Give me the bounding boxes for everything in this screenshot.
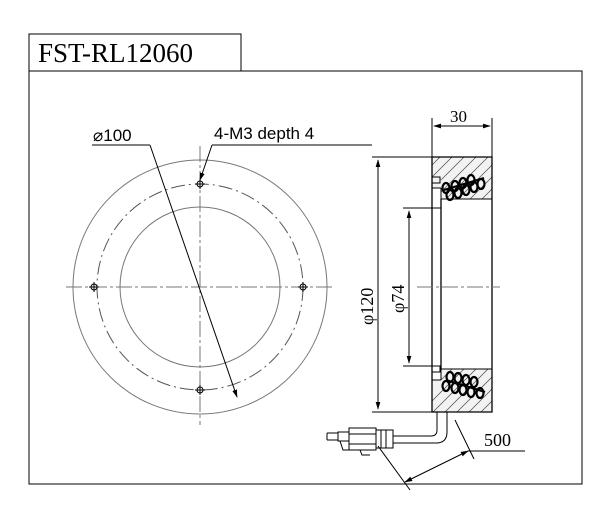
outer-diameter-dimension: φ120 xyxy=(357,156,432,413)
slot-bottom xyxy=(432,365,441,373)
cable-length-dimension: 500 xyxy=(377,419,525,491)
dim-outer-ring-label: ⌀100 xyxy=(93,126,132,145)
dim-outer-diameter-label: φ120 xyxy=(357,288,377,325)
inner-diameter-dimension: φ74 xyxy=(388,207,441,367)
side-outline xyxy=(431,156,493,413)
slot-top xyxy=(432,176,441,184)
cable-line-b xyxy=(393,412,448,444)
diameter-100-dimension: ⌀100 xyxy=(92,126,238,398)
led-coil-top xyxy=(441,173,486,202)
cable-assembly: 500 xyxy=(326,412,525,491)
dim-holes-label: 4-M3 depth 4 xyxy=(214,124,314,143)
front-view: ⌀100 4-M3 depth 4 xyxy=(66,124,372,425)
drawing-frame xyxy=(28,70,583,485)
outer-circle xyxy=(72,159,328,415)
dim-width-label: 30 xyxy=(450,107,467,126)
holes-callout: 4-M3 depth 4 xyxy=(199,124,372,181)
mounting-hole xyxy=(195,385,205,395)
diameter-leader xyxy=(149,144,238,398)
cable-line-a xyxy=(393,412,438,437)
mounting-hole xyxy=(89,282,99,292)
mounting-hole xyxy=(298,282,308,292)
width-dimension: 30 xyxy=(431,107,493,157)
connector xyxy=(326,427,394,456)
side-view: 30 φ120 φ74 xyxy=(357,107,500,413)
callout-leader xyxy=(199,144,213,181)
dim-inner-diameter-label: φ74 xyxy=(388,285,408,313)
mounting-hole xyxy=(195,179,205,189)
dim-cable-length-label: 500 xyxy=(484,430,511,450)
title-block: FST-RL12060 xyxy=(28,33,242,71)
title-text: FST-RL12060 xyxy=(38,38,193,68)
title-box xyxy=(28,33,242,71)
inner-circle xyxy=(119,206,281,368)
led-coil-bottom xyxy=(441,370,486,400)
